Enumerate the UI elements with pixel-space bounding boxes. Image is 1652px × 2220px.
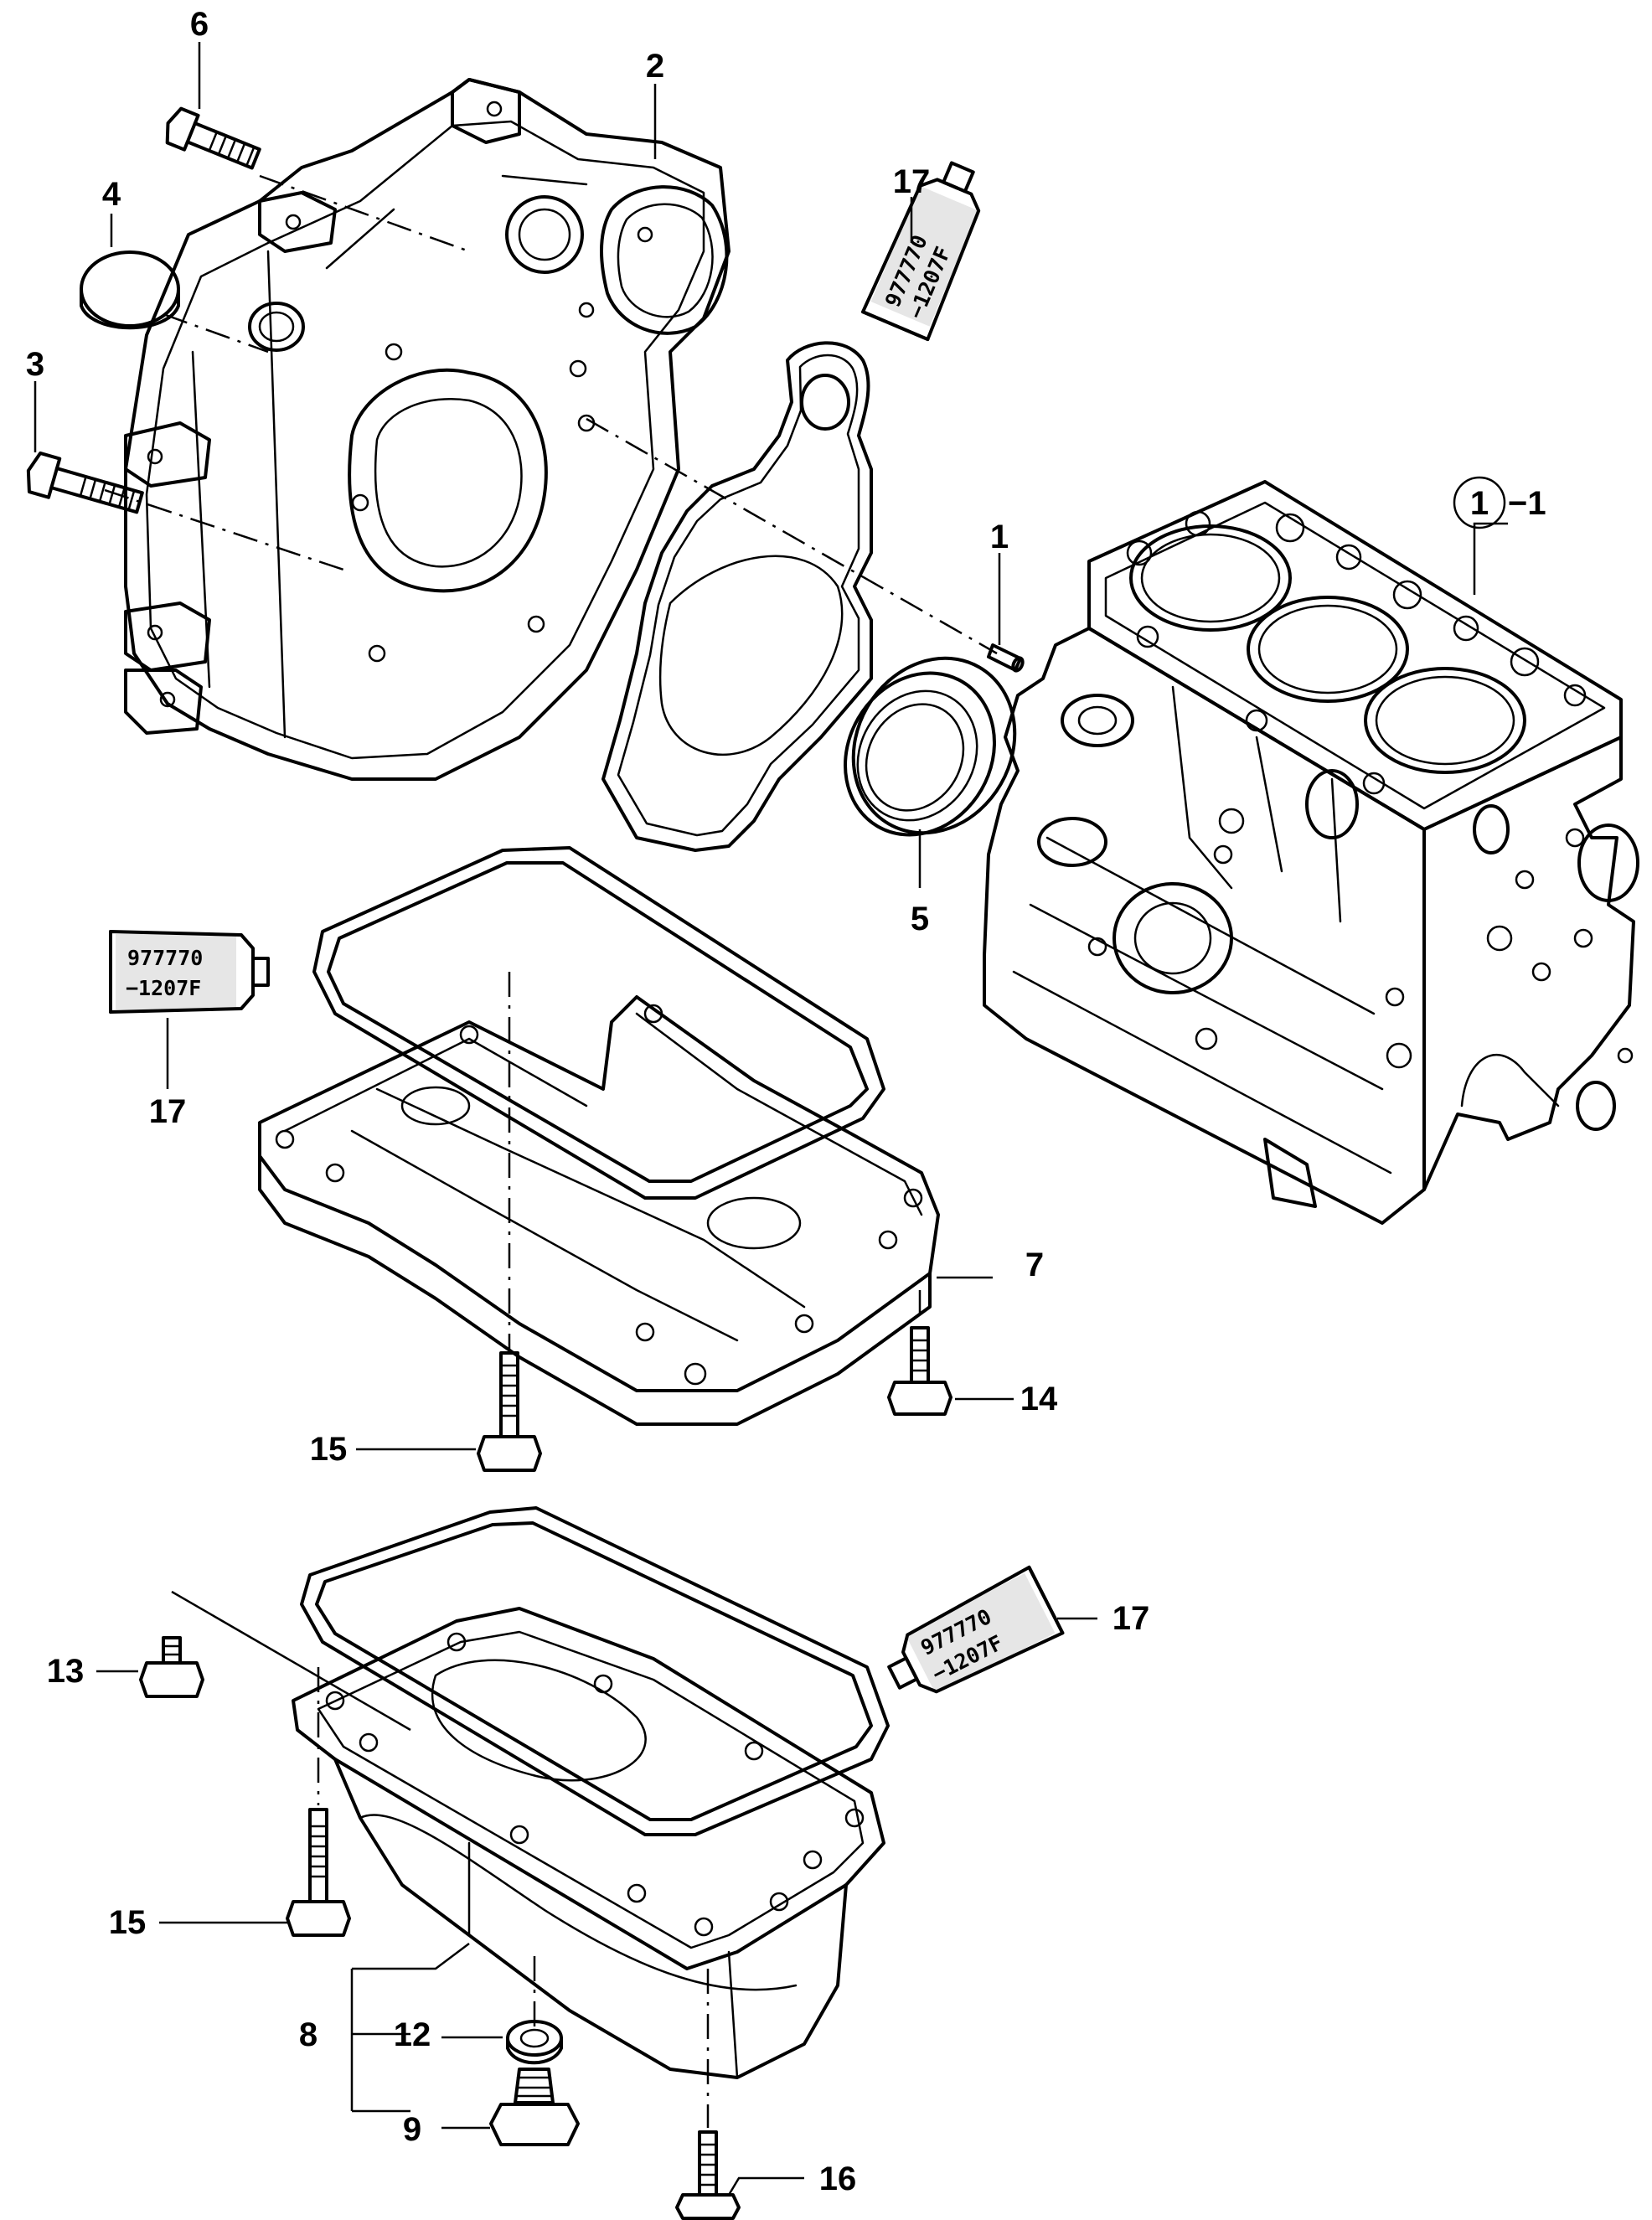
bolt-part-16	[675, 2130, 741, 2220]
bolt-part-3	[26, 451, 144, 514]
housing-gasket	[601, 341, 873, 852]
oil-seal	[844, 656, 1017, 837]
tube-label-line-2: −1207F	[126, 976, 201, 1000]
bolt-part-15-upper	[477, 1351, 542, 1472]
sealant-tube-bottom: 977770 −1207F	[887, 1565, 1065, 1694]
drain-plug-washer	[506, 2020, 563, 2065]
callout-17-bottom: 17	[1113, 1600, 1150, 1637]
callout-leaders	[34, 42, 1508, 2196]
sealant-tube-middle: 977770 −1207F	[109, 930, 270, 1014]
callout-17-top: 17	[893, 163, 931, 200]
flywheel-housing	[124, 78, 730, 781]
callout-13: 13	[47, 1653, 85, 1690]
bolt-part-14	[887, 1326, 952, 1416]
drain-plug	[489, 2068, 580, 2146]
callout-1-assembly: 1	[1470, 485, 1489, 522]
callout-4: 4	[102, 176, 121, 213]
tube-label-line-1: 977770	[127, 946, 203, 970]
callout-6: 6	[190, 6, 209, 43]
bolt-part-13	[139, 1636, 204, 1698]
callout-12: 12	[394, 2016, 431, 2053]
callout-1-pin: 1	[990, 519, 1009, 555]
callout-9: 9	[403, 2111, 421, 2148]
callout-1-suffix: −1	[1508, 485, 1546, 522]
assembly-lines	[104, 174, 998, 2128]
cylinder-block	[983, 480, 1639, 1225]
oil-pan	[292, 1607, 885, 2079]
oil-pan-adapter	[258, 995, 940, 1426]
callout-labels: 6 2 17 4 3 1 −1 1 5 17 7 14 15 17 13 15 …	[26, 6, 1546, 2197]
callout-15-upper: 15	[310, 1431, 348, 1468]
callout-15-lower: 15	[109, 1904, 147, 1941]
callout-8: 8	[299, 2016, 317, 2053]
bolt-part-15-lower	[286, 1808, 351, 1937]
oil-pan-gasket-upper	[312, 846, 885, 1200]
callout-14: 14	[1020, 1381, 1058, 1417]
bolt-part-6	[165, 106, 261, 170]
callout-3: 3	[26, 346, 44, 383]
callout-5: 5	[911, 901, 929, 937]
callout-7: 7	[1025, 1247, 1044, 1283]
oil-pan-gasket-lower	[300, 1506, 890, 1836]
dowel-pin	[987, 643, 1025, 673]
callout-17-middle: 17	[149, 1093, 187, 1130]
cap-plug	[80, 250, 180, 330]
callout-16: 16	[819, 2161, 857, 2197]
callout-2: 2	[646, 48, 664, 85]
